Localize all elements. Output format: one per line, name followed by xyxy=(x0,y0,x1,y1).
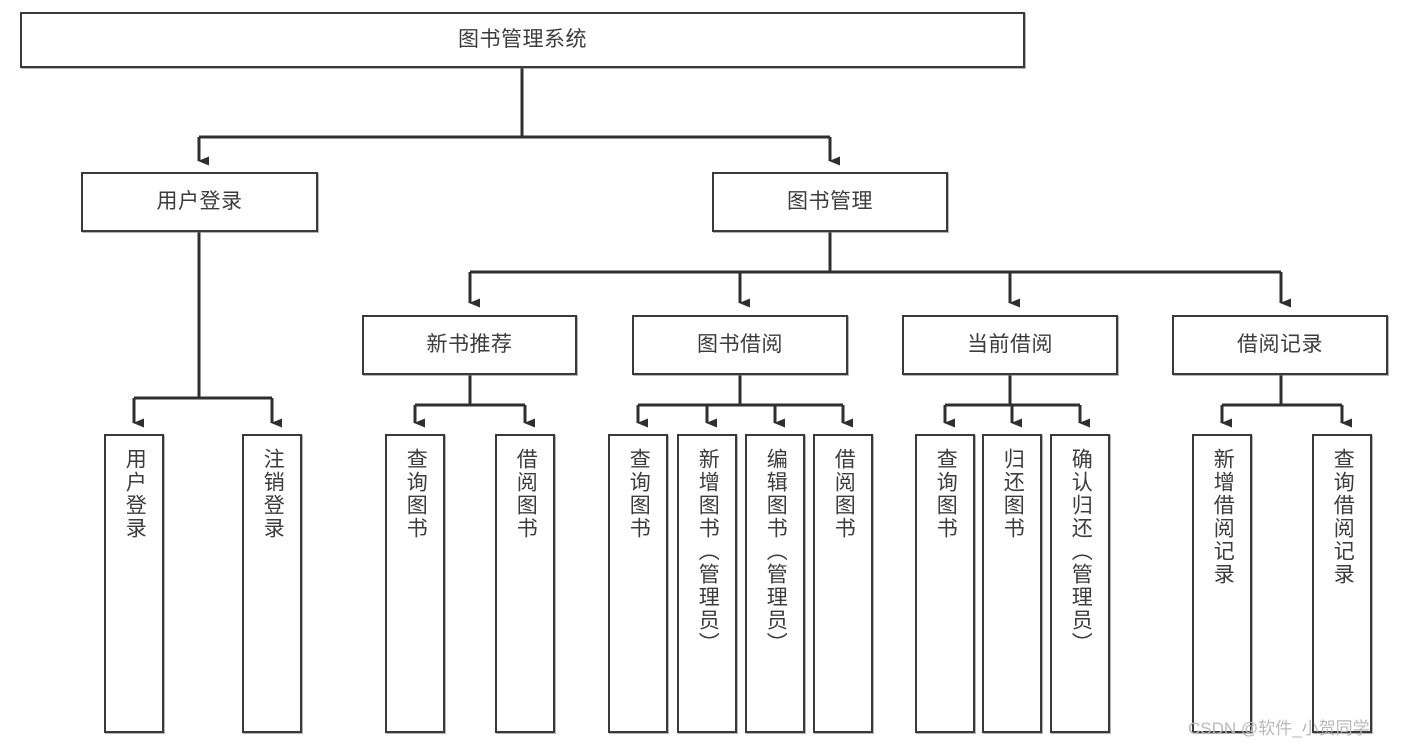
leaf-borrow-book-recommend-label: 借阅图书 xyxy=(514,448,538,540)
leaf-user-login[interactable]: 用户登录 xyxy=(104,434,164,733)
leaf-query-book-recommend-label: 查询图书 xyxy=(404,448,428,540)
leaf-confirm-return-admin[interactable]: 确认归还（管理员） xyxy=(1050,434,1110,733)
leaf-add-borrow-record-label: 新增借阅记录 xyxy=(1211,448,1235,586)
leaf-query-book-borrow[interactable]: 查询图书 xyxy=(608,434,668,733)
leaf-edit-book-admin[interactable]: 编辑图书（管理员） xyxy=(745,434,805,733)
node-book-borrow-label: 图书借阅 xyxy=(697,332,783,356)
node-root-label: 图书管理系统 xyxy=(458,27,587,51)
leaf-add-book-admin[interactable]: 新增图书（管理员） xyxy=(677,434,737,733)
leaf-edit-book-admin-label: 编辑图书（管理员） xyxy=(764,448,788,655)
leaf-return-book-label: 归还图书 xyxy=(1001,448,1025,540)
node-user-login-label: 用户登录 xyxy=(156,189,243,213)
node-borrow-record-label: 借阅记录 xyxy=(1237,332,1323,356)
leaf-query-borrow-record[interactable]: 查询借阅记录 xyxy=(1312,434,1372,733)
leaf-borrow-book-label: 借阅图书 xyxy=(832,448,856,540)
leaf-return-book[interactable]: 归还图书 xyxy=(982,434,1042,733)
node-current-borrow[interactable]: 当前借阅 xyxy=(902,315,1118,375)
node-new-book-recommend-label: 新书推荐 xyxy=(426,332,513,356)
leaf-query-borrow-record-label: 查询借阅记录 xyxy=(1331,448,1355,586)
leaf-add-borrow-record[interactable]: 新增借阅记录 xyxy=(1192,434,1252,733)
leaf-query-book-current[interactable]: 查询图书 xyxy=(915,434,975,733)
leaf-confirm-return-admin-label: 确认归还（管理员） xyxy=(1069,448,1093,655)
node-user-login[interactable]: 用户登录 xyxy=(81,172,318,232)
leaf-query-book-current-label: 查询图书 xyxy=(934,448,958,540)
leaf-borrow-book[interactable]: 借阅图书 xyxy=(813,434,873,733)
node-book-management-label: 图书管理 xyxy=(787,189,873,213)
node-book-management[interactable]: 图书管理 xyxy=(712,172,948,232)
leaf-query-book-recommend[interactable]: 查询图书 xyxy=(385,434,445,733)
leaf-logout-label: 注销登录 xyxy=(261,448,285,540)
node-new-book-recommend[interactable]: 新书推荐 xyxy=(362,315,577,375)
node-current-borrow-label: 当前借阅 xyxy=(967,332,1053,356)
node-book-borrow[interactable]: 图书借阅 xyxy=(632,315,848,375)
leaf-borrow-book-recommend[interactable]: 借阅图书 xyxy=(495,434,555,733)
node-borrow-record[interactable]: 借阅记录 xyxy=(1172,315,1388,375)
node-root[interactable]: 图书管理系统 xyxy=(20,12,1025,68)
leaf-logout[interactable]: 注销登录 xyxy=(242,434,302,733)
leaf-query-book-borrow-label: 查询图书 xyxy=(627,448,651,540)
watermark: CSDN @软件_小贺同学 xyxy=(1188,719,1370,738)
leaf-add-book-admin-label: 新增图书（管理员） xyxy=(696,448,720,655)
leaf-user-login-label: 用户登录 xyxy=(123,448,147,540)
